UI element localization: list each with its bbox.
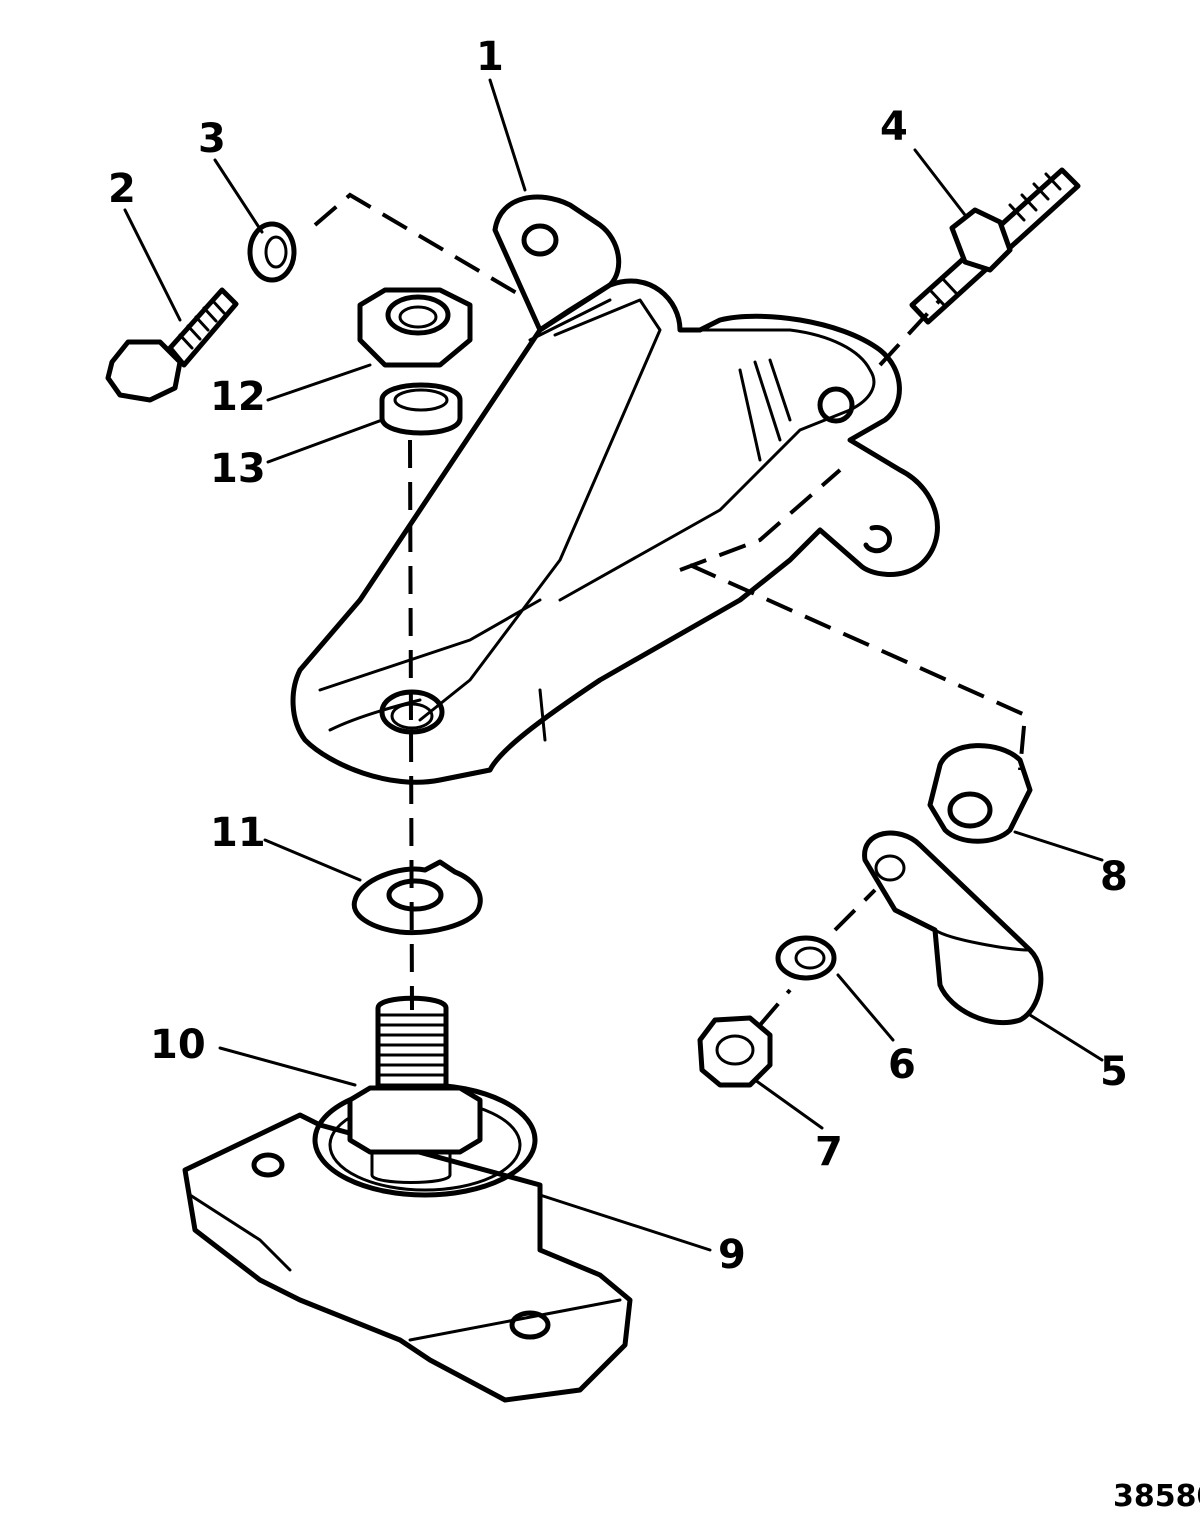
part-12-hex-nut xyxy=(357,287,473,368)
part-4-stud xyxy=(909,167,1081,325)
part-8-spacer xyxy=(927,743,1033,844)
callout-10: 10 xyxy=(150,1022,206,1068)
part-9-rubber-mount xyxy=(182,1082,633,1403)
callout-8: 8 xyxy=(1100,854,1128,900)
callout-labels: 1 2 3 4 5 6 7 8 9 10 11 12 13 xyxy=(108,34,1128,1278)
leader-lines xyxy=(123,78,1104,1252)
callout-4: 4 xyxy=(880,104,908,150)
callout-5: 5 xyxy=(1100,1049,1128,1095)
callout-2: 2 xyxy=(108,166,136,212)
callout-9: 9 xyxy=(718,1232,746,1278)
part-10-stud-with-nut xyxy=(347,995,483,1184)
part-1-mount-bracket xyxy=(290,194,940,785)
part-7-nut xyxy=(697,1015,773,1088)
callout-1: 1 xyxy=(476,34,504,80)
callout-6: 6 xyxy=(888,1042,916,1088)
callout-3: 3 xyxy=(198,116,226,162)
callout-7: 7 xyxy=(815,1129,843,1175)
part-2-hex-bolt xyxy=(105,287,239,403)
part-13-lock-washer xyxy=(379,382,463,436)
part-5-clamp xyxy=(862,830,1044,1026)
callout-11: 11 xyxy=(210,810,266,856)
callout-12: 12 xyxy=(210,374,266,420)
assembly-lines xyxy=(313,192,1028,1027)
part-11-tab-washer xyxy=(351,859,483,936)
part-3-lock-washer xyxy=(247,221,297,283)
figure-number: 38580 xyxy=(1113,1479,1200,1514)
part-6-lock-washer xyxy=(775,935,837,981)
callout-13: 13 xyxy=(210,446,266,492)
